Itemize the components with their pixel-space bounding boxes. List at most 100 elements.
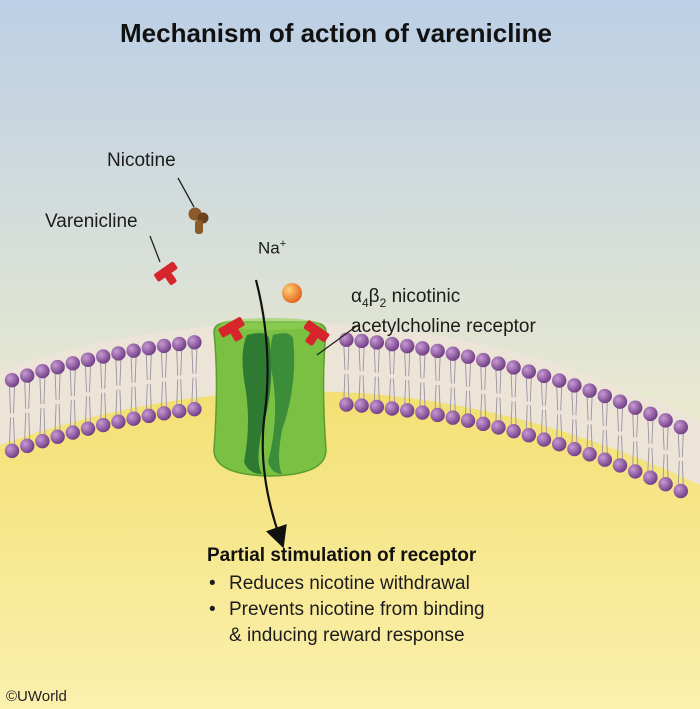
- phospholipid-head: [111, 346, 126, 361]
- phospholipid-head: [506, 360, 521, 375]
- phospholipid-head: [384, 336, 400, 352]
- lipid-tail: [510, 373, 513, 398]
- lipid-tail: [176, 349, 179, 376]
- lipid-tail: [465, 362, 467, 387]
- lipid-tail: [423, 382, 426, 407]
- lipid-tail: [480, 366, 483, 390]
- lipid-tail: [389, 378, 391, 403]
- receptor-top-rim: [220, 318, 320, 330]
- phospholipid-head: [187, 401, 202, 417]
- lipid-tail: [453, 359, 456, 384]
- phospholipid-head: [415, 405, 430, 420]
- lipid-tail: [571, 419, 574, 444]
- lipid-tail: [666, 426, 669, 451]
- lipid-tail: [58, 403, 61, 431]
- lipid-tail: [617, 435, 619, 460]
- ion-flow-arrow: [254, 279, 287, 549]
- lipid-tail: [545, 409, 547, 434]
- lipid-tail: [632, 413, 635, 438]
- phospholipid-head: [20, 438, 35, 454]
- effect-bullet-text: Reduces nicotine withdrawal: [229, 573, 470, 594]
- lipid-tail: [621, 435, 623, 460]
- lipid-tail: [438, 356, 441, 381]
- lipid-tail: [39, 408, 42, 436]
- lipid-tail: [180, 379, 183, 406]
- effect-heading: Partial stimulation of receptor: [207, 545, 477, 566]
- phospholipid-head: [628, 400, 643, 415]
- phospholipid-head: [65, 356, 81, 371]
- lipid-tail: [469, 390, 471, 415]
- lipid-tail: [617, 407, 619, 432]
- lipid-tail: [39, 377, 42, 405]
- lipid-tail: [191, 348, 194, 374]
- phospholipid-head: [582, 383, 597, 398]
- lipid-tail: [601, 402, 604, 426]
- lipid-tail: [119, 359, 122, 386]
- phospholipid-head: [658, 476, 673, 492]
- phospholipid-heads: [4, 332, 688, 499]
- lipid-tail: [393, 378, 395, 403]
- lipid-tail: [495, 369, 498, 394]
- lipid-tail: [469, 362, 471, 387]
- lipid-tail: [373, 348, 376, 373]
- bullet-dot: •: [209, 599, 216, 620]
- phospholipid-head: [460, 349, 476, 364]
- varenicline-molecule-icon: [154, 261, 178, 285]
- phospholipid-head: [491, 356, 506, 371]
- lipid-tail: [373, 376, 376, 401]
- lipid-tail: [69, 369, 72, 396]
- effect-bullet: •Prevents nicotine from binding& inducin…: [207, 597, 485, 649]
- lipid-tail: [377, 348, 380, 373]
- lipid-tail: [347, 345, 350, 371]
- lipid-tail: [85, 396, 87, 423]
- lipid-tail: [347, 374, 350, 399]
- lipid-tail: [449, 387, 452, 412]
- lipid-tail: [560, 386, 563, 411]
- lipid-tail: [24, 381, 27, 409]
- phospholipid-head: [476, 416, 491, 432]
- bound-varenicline-right-icon: [303, 320, 330, 346]
- lipid-tail: [677, 461, 680, 486]
- phospholipid-head: [369, 399, 384, 415]
- lipid-tail: [499, 397, 502, 422]
- sodium-symbol: Na: [258, 238, 280, 258]
- phospholipid-head: [96, 417, 111, 433]
- phospholipid-head: [172, 336, 187, 352]
- lipid-tail: [601, 429, 604, 454]
- lipid-bilayer-band: [0, 322, 700, 485]
- receptor-beta-subscript: 2: [379, 295, 387, 310]
- lipid-tail: [434, 384, 437, 409]
- phospholipid-head: [369, 335, 384, 350]
- phospholipid-head: [445, 346, 460, 361]
- lipid-tail: [419, 354, 422, 379]
- nicotine-label: Nicotine: [107, 150, 176, 171]
- lipid-tail: [590, 424, 593, 449]
- lipid-tail: [73, 369, 76, 396]
- lipid-tail: [556, 386, 559, 411]
- phospholipid-head: [141, 408, 156, 424]
- lipid-tail: [9, 386, 11, 414]
- lipid-tail: [115, 359, 118, 386]
- phospholipid-head: [126, 411, 141, 426]
- lipid-tails: [9, 345, 684, 486]
- lipid-tail: [130, 386, 133, 413]
- phospholipid-head: [521, 364, 536, 379]
- lipid-tail: [104, 362, 107, 389]
- receptor-beta: β: [368, 286, 380, 307]
- phospholipid-head: [35, 364, 50, 379]
- lipid-tail: [662, 426, 665, 451]
- lipid-tail: [149, 384, 152, 410]
- lipid-tail: [541, 381, 543, 406]
- lipid-tail: [343, 374, 346, 399]
- lipid-tail: [647, 419, 650, 444]
- lipid-tail: [495, 397, 498, 422]
- lipid-tail: [545, 381, 547, 406]
- effect-bullet: •Reduces nicotine withdrawal: [207, 571, 485, 597]
- phospholipid-head: [156, 406, 172, 421]
- lipid-tail: [191, 377, 194, 404]
- lipid-tail: [54, 373, 57, 400]
- sodium-charge: +: [279, 238, 287, 250]
- lipid-tail: [575, 419, 578, 444]
- sodium-ion-label: Na+: [258, 238, 286, 259]
